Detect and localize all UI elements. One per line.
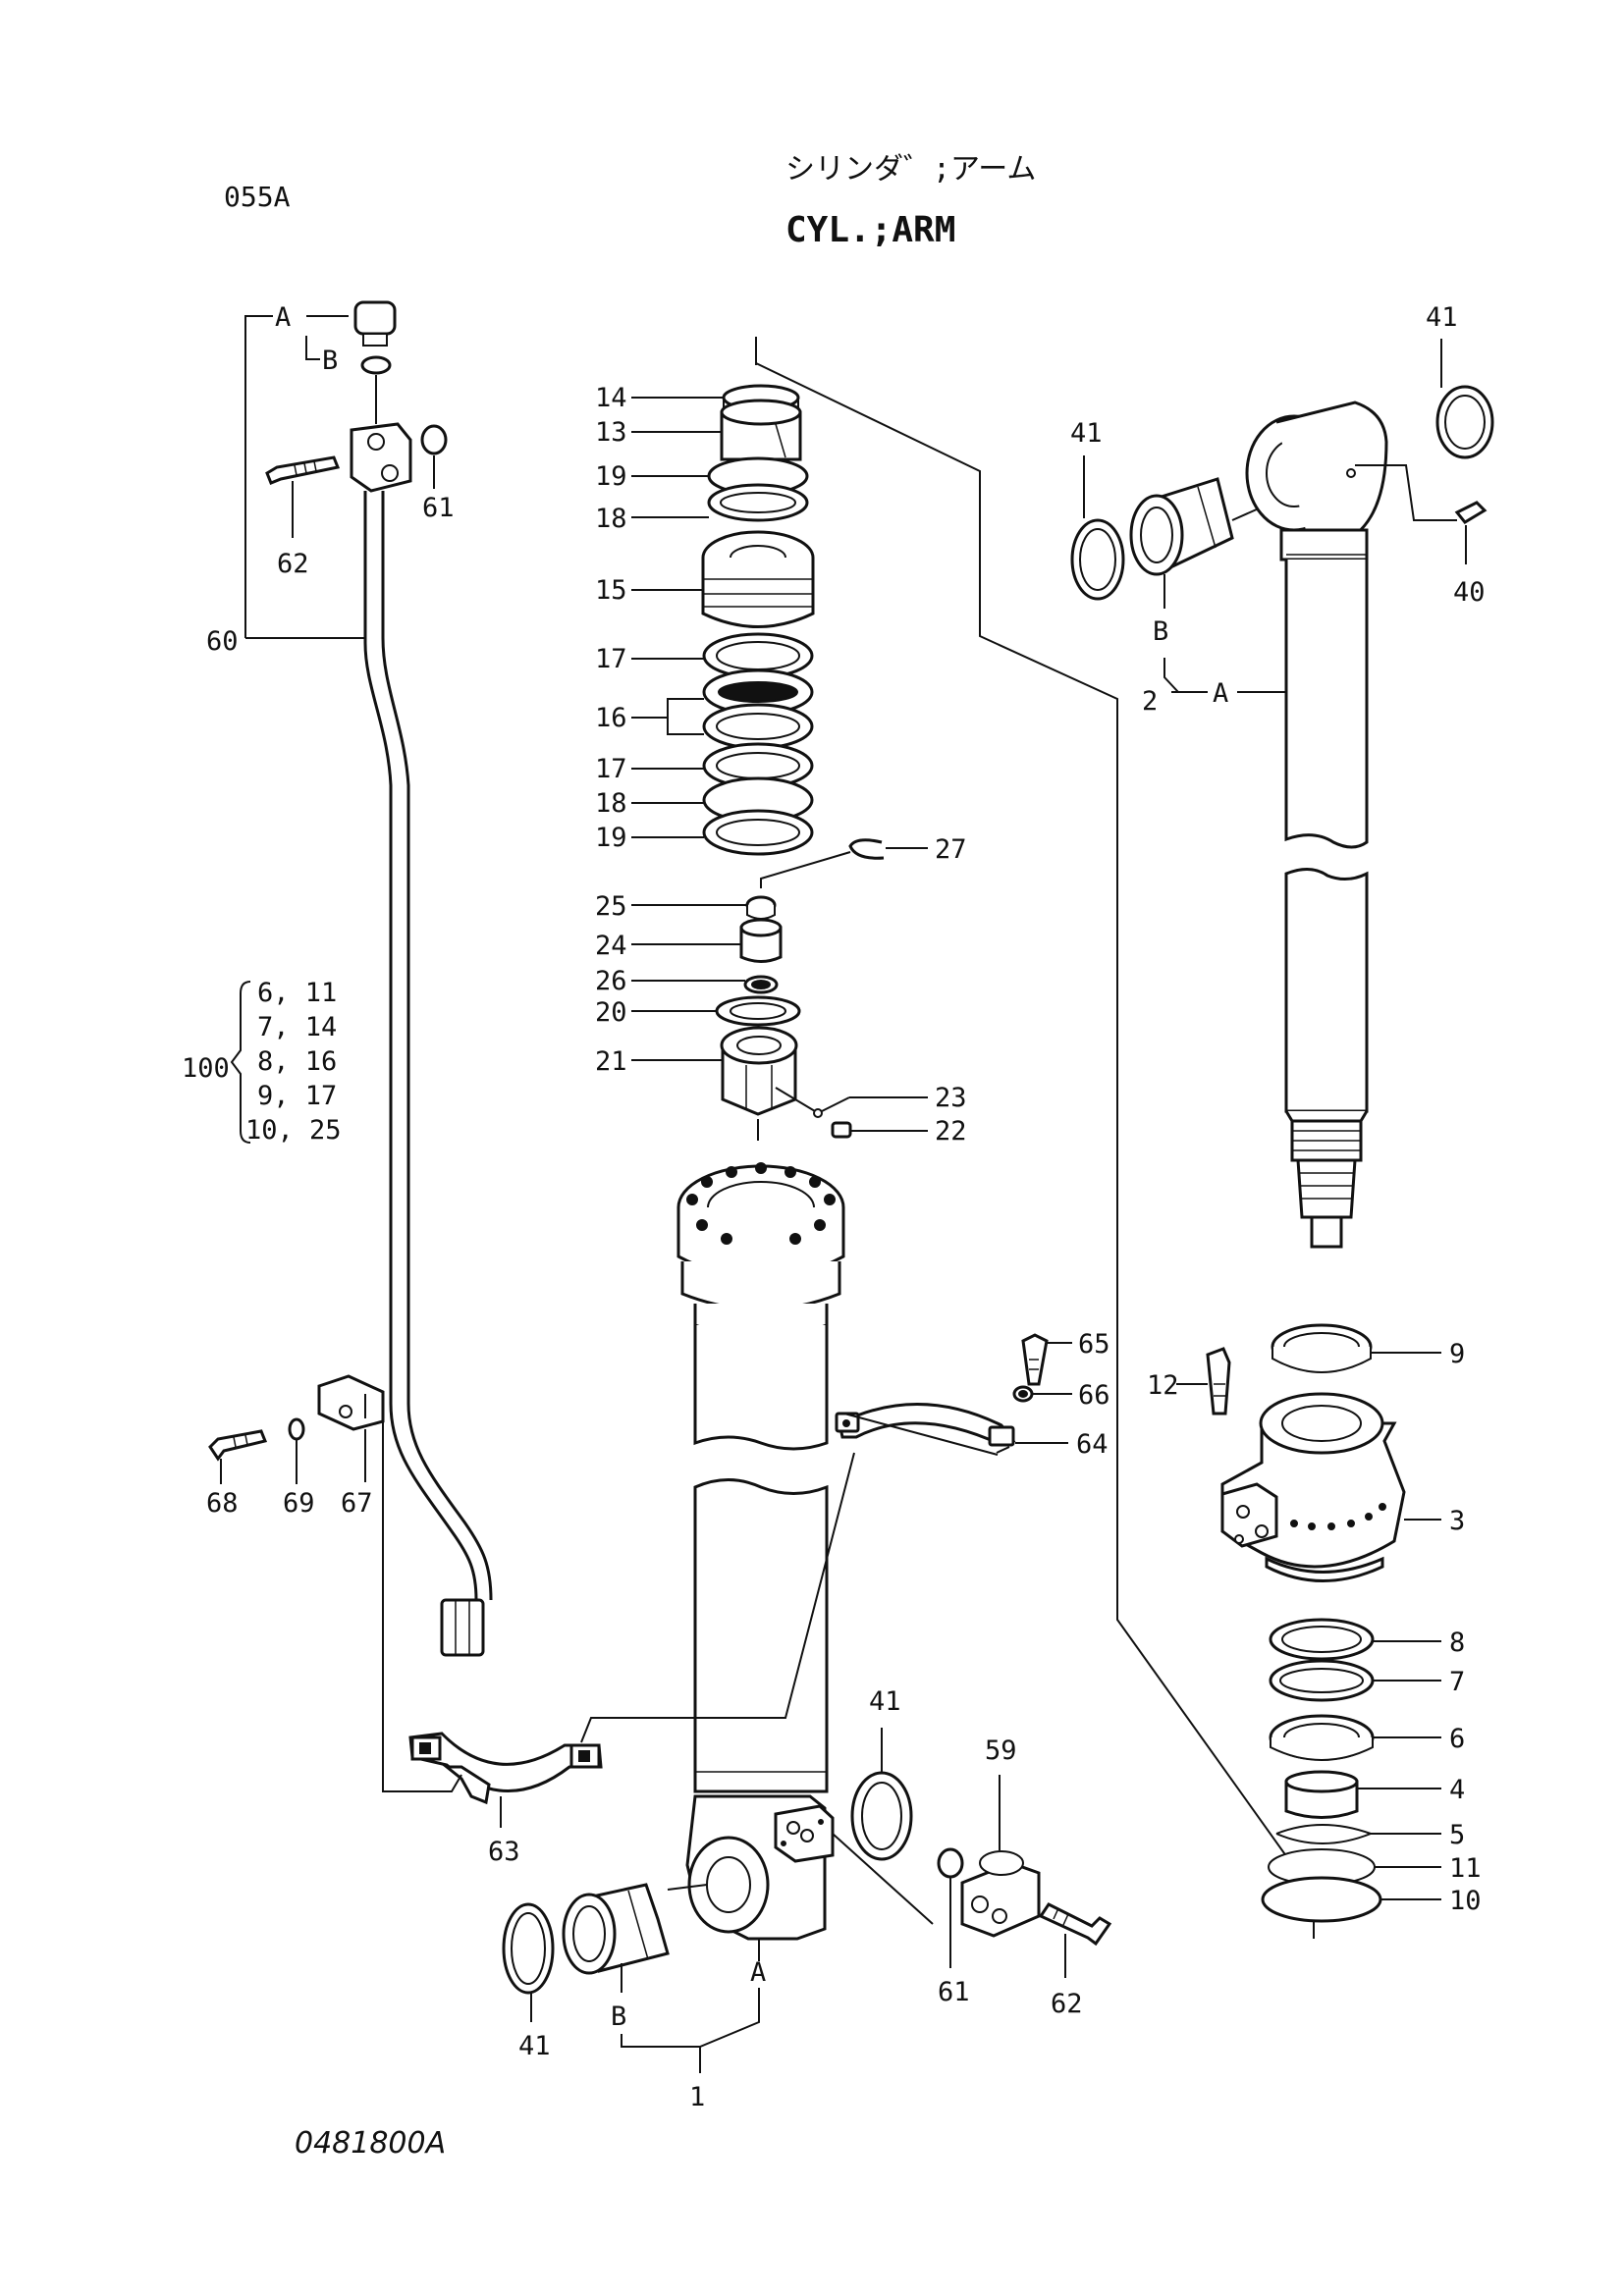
label-16: 16 — [595, 703, 627, 733]
label-62-top: 62 — [277, 549, 309, 579]
label-2: 2 — [1142, 686, 1158, 717]
label-B-bottom: B — [611, 2002, 626, 2032]
label-11: 11 — [1449, 1853, 1482, 1884]
label-65: 65 — [1078, 1329, 1110, 1360]
piston-rod-2: 41 41 B 40 — [1070, 302, 1494, 1249]
label-59: 59 — [985, 1735, 1017, 1766]
kit-row: 7, 14 — [257, 1012, 337, 1042]
label-62-bottom: 62 — [1051, 1989, 1083, 2019]
cylinder-head-parts: 9 12 3 8 7 6 — [1147, 1323, 1482, 1939]
label-40: 40 — [1453, 577, 1486, 608]
band-clamp-64: 64 65 66 — [580, 1329, 1110, 1743]
plug — [353, 300, 397, 336]
washer-69 — [288, 1417, 305, 1441]
piston-parts-stack: 27 23 22 — [701, 337, 1315, 1914]
cylinder-tube-1 — [676, 1162, 845, 1941]
label-17-top: 17 — [595, 644, 627, 674]
label-24: 24 — [595, 931, 627, 961]
bolt-62-bottom — [1038, 1902, 1112, 1947]
label-27: 27 — [935, 834, 967, 865]
label-26: 26 — [595, 966, 627, 996]
label-18-bottom: 18 — [595, 788, 627, 819]
o-ring-61 — [420, 424, 448, 455]
label-10: 10 — [1449, 1886, 1482, 1916]
label-20: 20 — [595, 997, 627, 1028]
ring-10 — [1261, 1876, 1382, 1923]
label-22: 22 — [935, 1116, 967, 1147]
bolt-62 — [265, 455, 341, 485]
label-25: 25 — [595, 891, 627, 922]
label-13: 13 — [595, 417, 627, 448]
set-screw-22 — [831, 1121, 852, 1139]
label-23: 23 — [935, 1083, 967, 1113]
pipe-block — [350, 422, 412, 493]
label-17-bottom: 17 — [595, 754, 627, 784]
kit-row: 6, 11 — [257, 978, 337, 1008]
label-7: 7 — [1449, 1667, 1465, 1697]
label-66: 66 — [1078, 1380, 1110, 1411]
title-japanese: シリンダ゛;アーム — [785, 152, 1036, 187]
label-41-left: 41 — [1070, 418, 1103, 449]
clamp-67 — [317, 1374, 385, 1431]
kit-number: 100 — [182, 1053, 230, 1084]
label-A-right: A — [1213, 678, 1228, 709]
o-ring-b — [360, 355, 392, 375]
label-64: 64 — [1076, 1429, 1109, 1460]
label-41-mid: 41 — [869, 1686, 901, 1717]
clamp-group-67: 67 69 68 — [206, 1374, 385, 1519]
label-A-top: A — [275, 302, 291, 333]
label-3: 3 — [1449, 1506, 1465, 1536]
pipe-assembly-60: A B 61 62 60 — [206, 300, 493, 1657]
steel-ball-23 — [813, 1108, 823, 1118]
bolt-12 — [1206, 1347, 1231, 1415]
label-9: 9 — [1449, 1339, 1465, 1369]
label-6: 6 — [1449, 1724, 1465, 1754]
label-B-top: B — [322, 346, 338, 376]
drawing-number: 0481800A — [295, 2126, 446, 2161]
label-B-right: B — [1153, 616, 1168, 647]
label-19-top: 19 — [595, 461, 627, 492]
kit-row: 8, 16 — [257, 1046, 337, 1077]
page-code: 055A — [224, 181, 291, 213]
title-english: CYL.;ARM — [785, 210, 955, 250]
label-19-bottom: 19 — [595, 823, 627, 853]
label-69: 69 — [283, 1488, 315, 1519]
kit-group-100: 100 6, 11 7, 14 8, 16 9, 17 10, 25 — [182, 978, 342, 1146]
ring-5 — [1275, 1824, 1374, 1844]
label-67: 67 — [341, 1488, 373, 1519]
label-41-top-right: 41 — [1426, 302, 1458, 333]
label-41-bottom: 41 — [518, 2031, 551, 2061]
label-60: 60 — [206, 626, 239, 657]
label-15: 15 — [595, 575, 627, 606]
label-18-top: 18 — [595, 504, 627, 534]
band-clamp-63: 63 — [382, 1392, 603, 1867]
label-A-bottom: A — [750, 1957, 766, 1988]
label-12: 12 — [1147, 1370, 1179, 1401]
bushing-24 — [739, 926, 783, 963]
label-14: 14 — [595, 383, 627, 413]
stack-labels: 14 13 19 18 15 17 16 17 18 19 25 24 26 2… — [595, 383, 747, 1077]
pipe-nut — [440, 1598, 485, 1657]
grease-nipple-40 — [1454, 501, 1488, 524]
o-ring-61-bottom — [937, 1847, 964, 1879]
kit-row: 10, 25 — [245, 1115, 342, 1146]
check-valve-group: 41 61 59 62 — [832, 1686, 1112, 2019]
label-63: 63 — [488, 1837, 520, 1867]
label-61-top: 61 — [422, 493, 455, 523]
snap-ring-27 — [848, 838, 885, 860]
kit-row: 9, 17 — [257, 1081, 337, 1111]
label-1: 1 — [689, 2082, 705, 2112]
label-68: 68 — [206, 1488, 239, 1519]
bolt-68 — [208, 1429, 268, 1462]
tube-end-bushing: 41 B A 1 — [502, 1883, 766, 2112]
label-4: 4 — [1449, 1775, 1465, 1805]
label-21: 21 — [595, 1046, 627, 1077]
label-5: 5 — [1449, 1820, 1465, 1850]
label-8: 8 — [1449, 1628, 1465, 1658]
label-61-bottom: 61 — [938, 1977, 970, 2007]
